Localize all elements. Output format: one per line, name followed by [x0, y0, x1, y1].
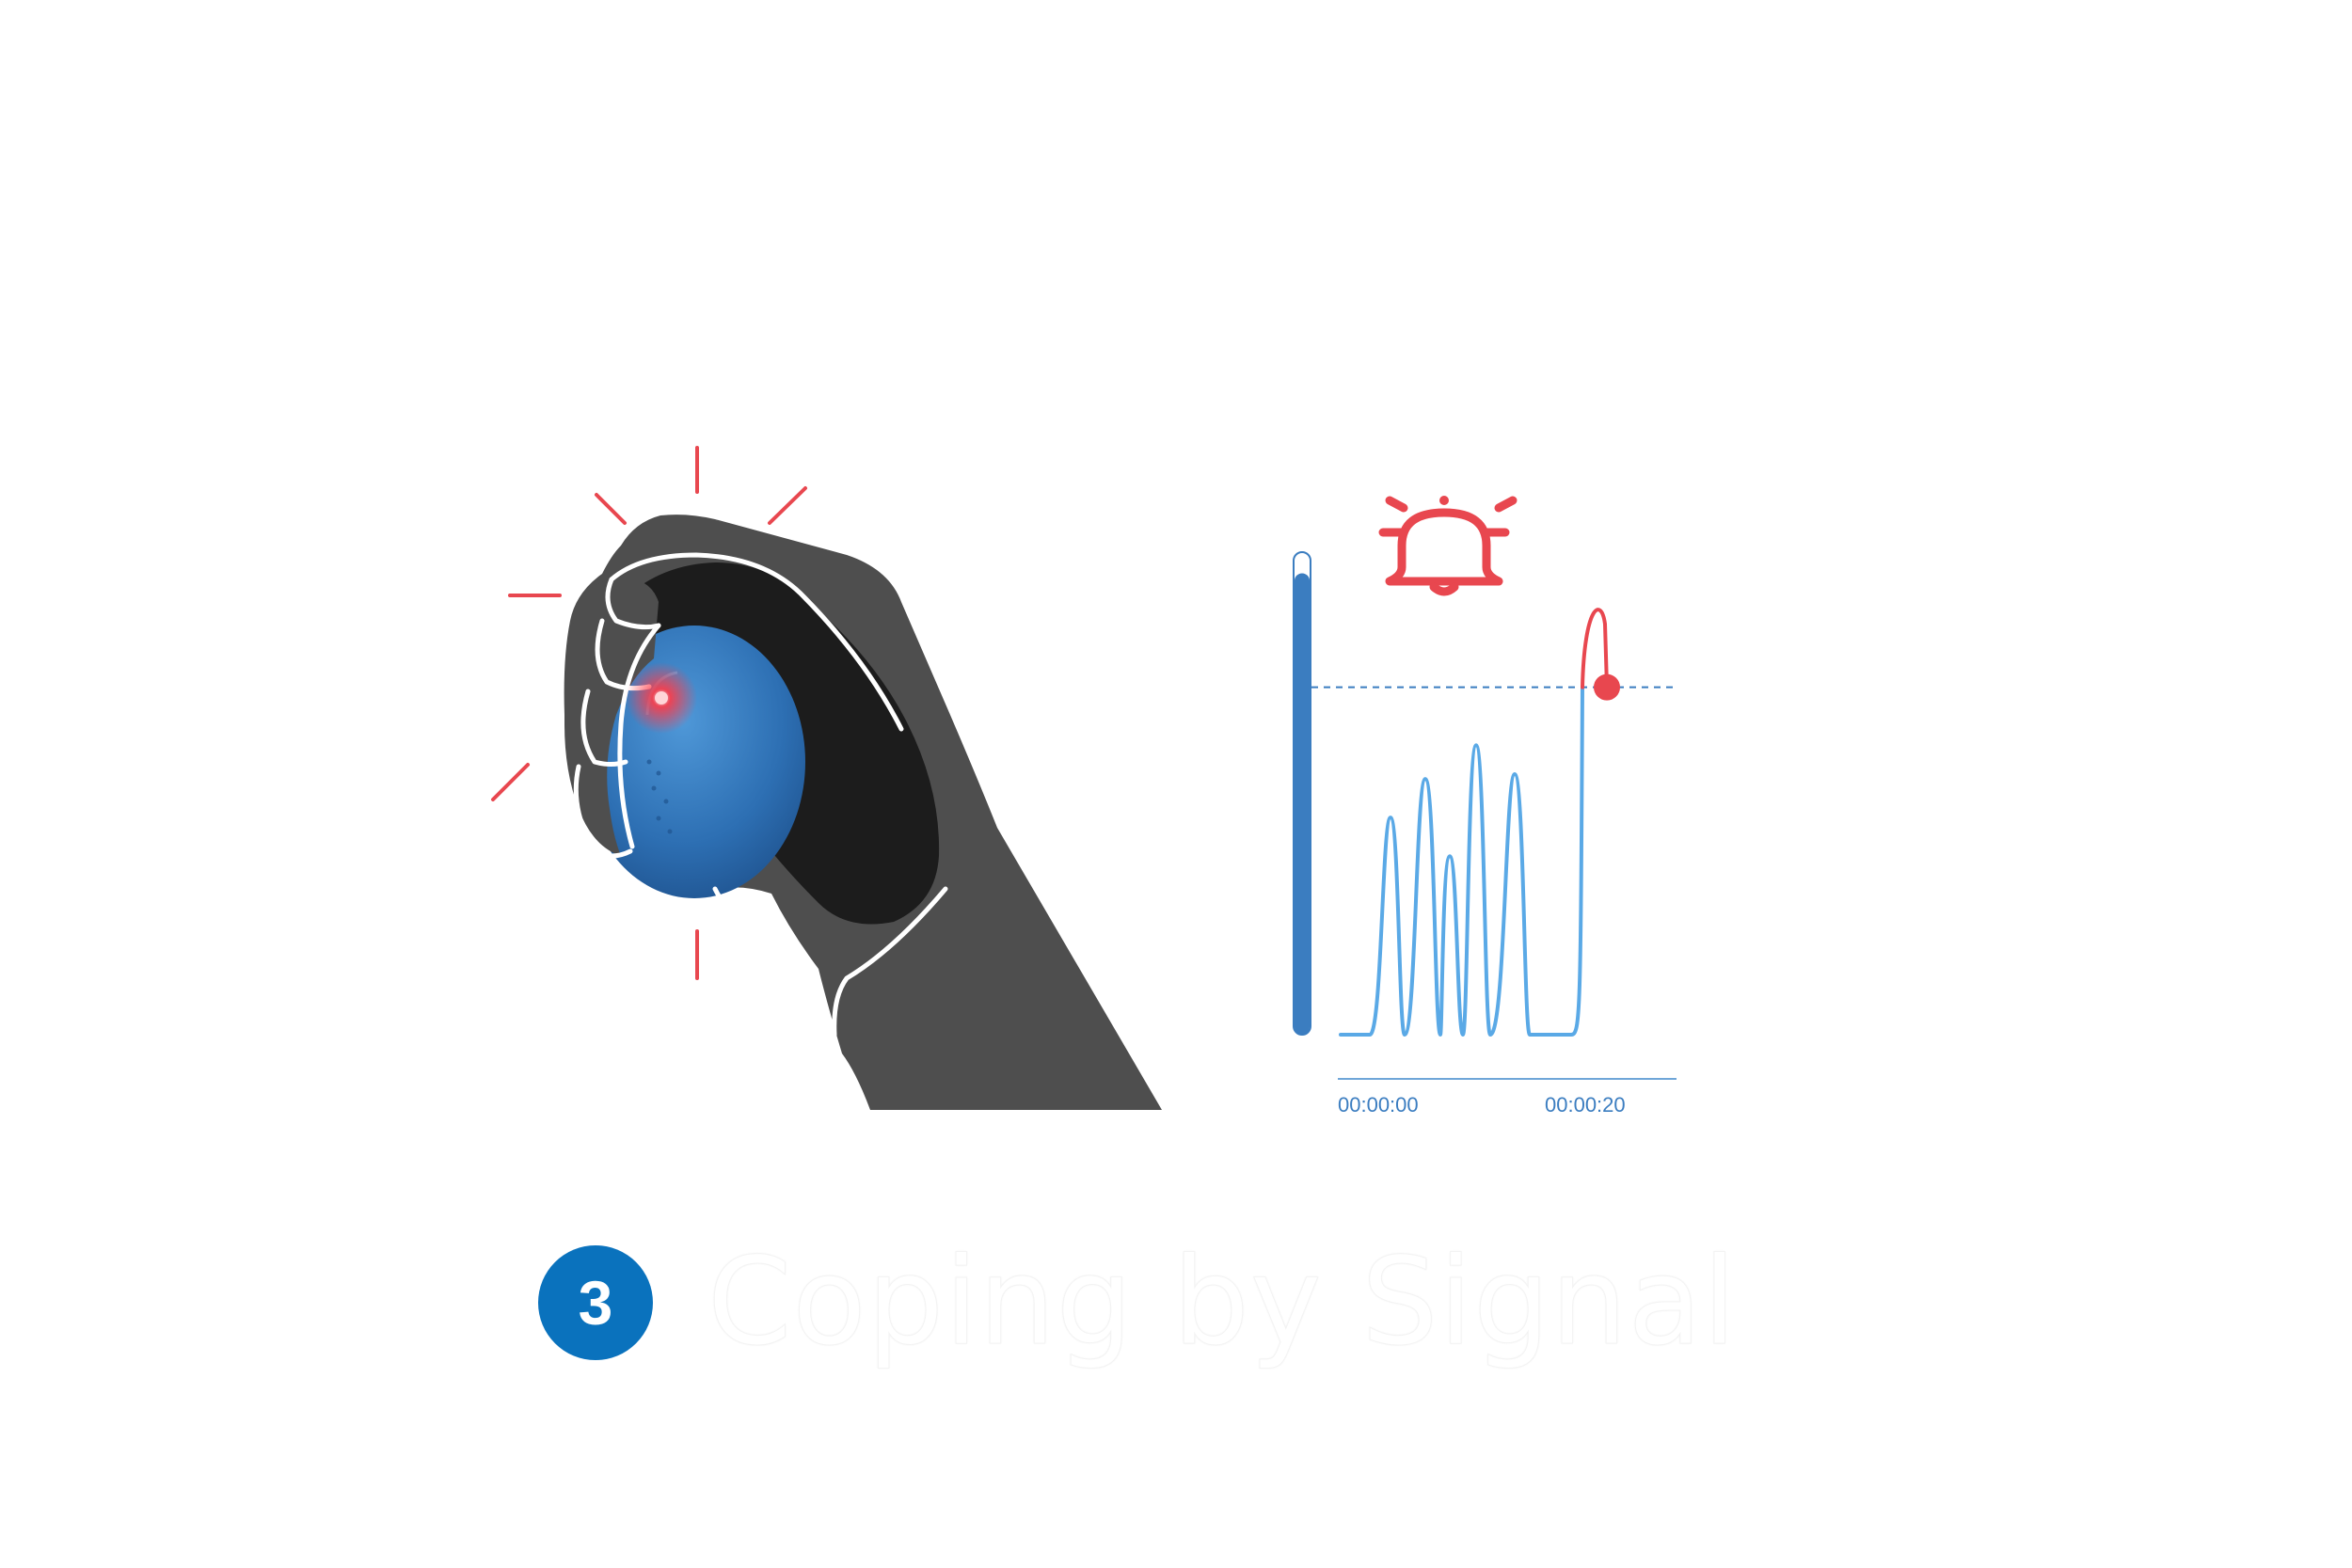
step-title: Coping by Signal — [707, 1232, 1738, 1372]
ray-top-right — [768, 486, 807, 525]
alert-marker — [1594, 673, 1620, 701]
ball-indicator-light — [626, 662, 697, 734]
x-tick-label-end: 00:00:20 — [1545, 1093, 1626, 1117]
signal-line — [1339, 685, 1584, 1037]
x-tick-label-start: 00:00:00 — [1338, 1093, 1419, 1117]
attention-rays — [491, 446, 807, 980]
level-gauge — [1293, 551, 1311, 1036]
signal-chart: 00:00:00 00:00:20 — [1293, 551, 1677, 1117]
ray-top-left — [595, 493, 627, 525]
step-number-badge: 3 — [538, 1245, 653, 1360]
hand-squeezing-ball-icon — [491, 446, 1162, 1110]
bell-alarm-icon — [1378, 496, 1518, 596]
alert-signal-line — [1581, 608, 1609, 689]
gauge-fill — [1295, 573, 1310, 1035]
knuckle-fingers — [564, 578, 659, 856]
glove-outline — [573, 552, 948, 1037]
step-caption: 3 Coping by Signal — [538, 1232, 1738, 1372]
ray-bottom-left — [491, 763, 530, 801]
